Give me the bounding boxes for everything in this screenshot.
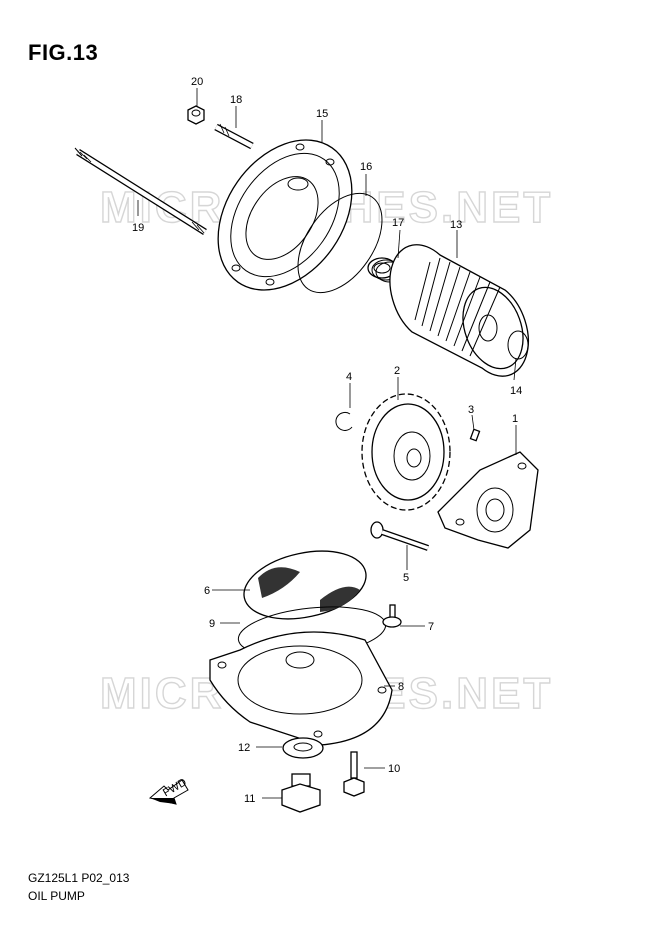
callout-16: 16	[360, 161, 372, 173]
part-oil-pump-body	[437, 451, 539, 549]
callout-3: 3	[468, 404, 474, 416]
part-stud-bolt	[74, 147, 207, 235]
callout-11: 11	[244, 793, 255, 805]
leader-lines	[137, 88, 517, 799]
callout-13: 13	[450, 219, 462, 231]
part-drain-bolt	[343, 751, 365, 797]
part-drain-plug	[281, 773, 321, 813]
figure-name: OIL PUMP	[28, 889, 85, 903]
part-oil-filter	[389, 244, 529, 377]
part-pump-bolt	[370, 521, 429, 551]
figure-title: FIG.13	[28, 40, 99, 65]
part-washer	[282, 737, 324, 759]
callout-8: 8	[398, 681, 404, 693]
part-short-stud	[214, 123, 254, 150]
callout-labels: 1 2 3 4 5 6 7 8 9 10 11 12 13 14 15 16 1…	[132, 76, 522, 805]
callout-15: 15	[316, 108, 328, 120]
part-circlip	[335, 411, 353, 431]
part-screw	[382, 604, 402, 628]
part-o-ring-large	[297, 192, 383, 294]
part-pump-gear	[361, 393, 451, 511]
part-pin	[469, 428, 481, 442]
part-nut	[187, 105, 205, 125]
forward-direction-arrow: FWD	[148, 776, 189, 805]
callout-18: 18	[230, 94, 242, 106]
figure-code: GZ125L1 P02_013	[28, 871, 130, 885]
callout-4: 4	[346, 371, 352, 383]
callout-7: 7	[428, 621, 434, 633]
callout-1: 1	[512, 413, 518, 425]
callout-17: 17	[392, 217, 404, 229]
part-strainer	[243, 550, 367, 620]
callout-6: 6	[204, 585, 210, 597]
part-filter-cover	[217, 139, 353, 291]
callout-5: 5	[403, 572, 409, 584]
callout-10: 10	[388, 763, 400, 775]
part-o-ring-small	[507, 330, 529, 360]
part-oil-pan-cover	[209, 631, 393, 746]
callout-2: 2	[394, 365, 400, 377]
callout-14: 14	[510, 385, 522, 397]
callout-19: 19	[132, 222, 144, 234]
callout-12: 12	[238, 742, 250, 754]
callout-9: 9	[209, 618, 215, 630]
callout-20: 20	[191, 76, 203, 88]
